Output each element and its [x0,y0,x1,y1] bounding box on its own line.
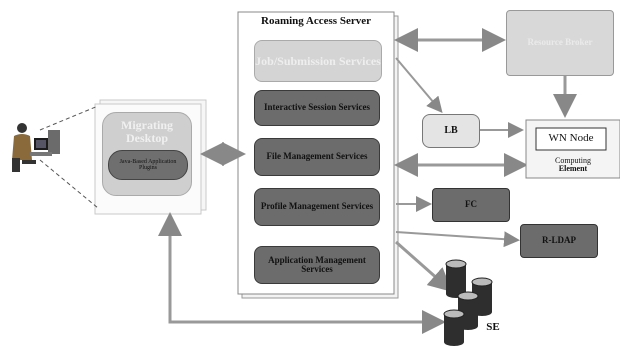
service-job-submission: Job/Submission Services [254,40,382,82]
user-workstation-icon [12,123,60,172]
computing-element-line2: Element [558,164,588,173]
arrow-server-ldap [395,231,520,248]
lb-node: LB [422,114,480,148]
service-application-management: Application Management Services [254,246,380,284]
server-title: Roaming Access Server [261,15,371,28]
arrow-desktop-se [158,212,446,334]
user-to-desktop-dash-bottom [39,159,99,209]
wn-node-box [535,127,607,151]
migrating-desktop-label: Migrating Desktop [121,118,173,145]
service-file-management: File Management Services [254,138,380,176]
fc-node: FC [432,188,510,222]
plugins-box: Java-Based Application Plugins [108,150,188,180]
se-storage-icon [443,259,493,346]
service-profile-management: Profile Management Services [254,188,380,226]
rldap-node: R-LDAP [520,224,598,258]
arrow-server-se [395,240,453,292]
arrow-server-lb [395,57,443,114]
service-interactive-session: Interactive Session Services [254,90,380,126]
wn-node-label: WN Node [548,132,594,145]
resource-broker-node: Resource Broker [506,10,614,76]
user-to-desktop-dash-top [39,105,99,131]
se-label: SE [486,321,500,334]
computing-element-line1: Computing [554,155,591,165]
computing-element-label: Computing Element [526,152,620,178]
